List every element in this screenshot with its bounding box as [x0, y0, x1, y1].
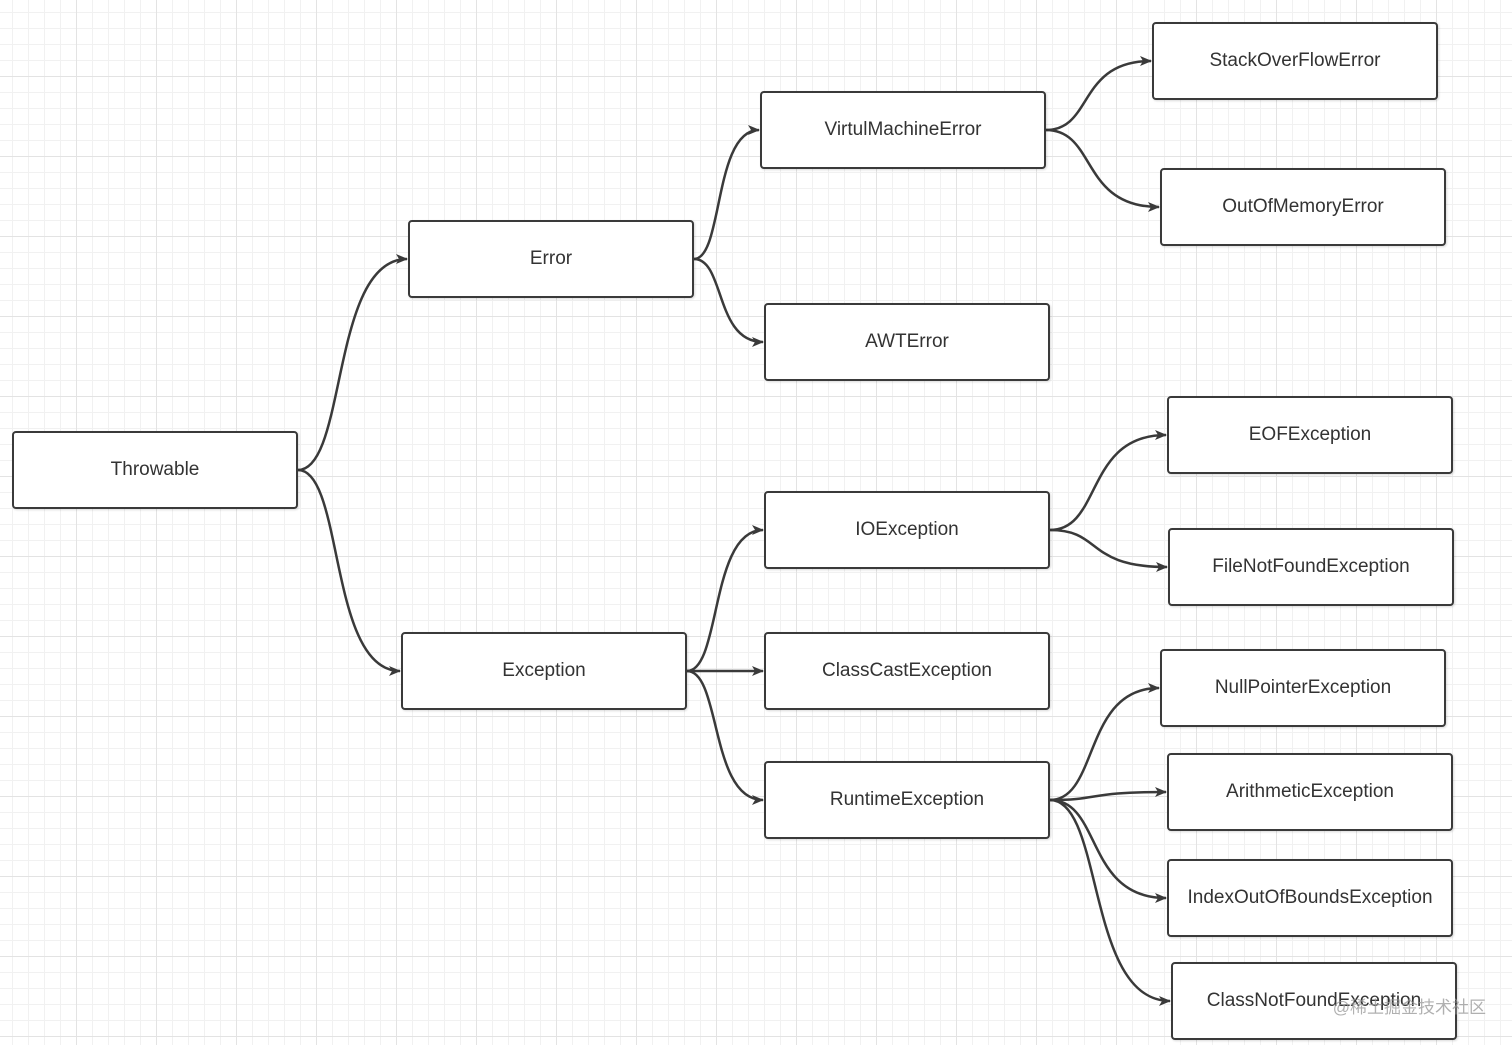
edge-exception-to-runtime-exception	[686, 669, 764, 805]
watermark: @稀土掘金技术社区	[1332, 998, 1486, 1017]
edge-runtime-exception-to-index-out-of-bounds-exception	[1049, 798, 1167, 903]
node-runtime-exception: RuntimeException	[764, 761, 1050, 839]
node-stack-overflow-error: StackOverFlowError	[1152, 22, 1438, 100]
edge-runtime-exception-to-null-pointer-exception	[1049, 683, 1160, 802]
edge-throwable-to-error	[297, 254, 408, 472]
node-error: Error	[408, 220, 694, 298]
node-file-not-found-exception: FileNotFoundException	[1168, 528, 1454, 606]
edge-runtime-exception-to-arithmetic-exception	[1049, 787, 1167, 802]
node-eof-exception: EOFException	[1167, 396, 1453, 474]
node-index-out-of-bounds-exception: IndexOutOfBoundsException	[1167, 859, 1453, 937]
node-class-not-found-exception: ClassNotFoundException	[1171, 962, 1457, 1040]
node-arithmetic-exception: ArithmeticException	[1167, 753, 1453, 831]
edge-virtual-machine-error-to-out-of-memory-error	[1045, 128, 1160, 212]
edge-runtime-exception-to-class-not-found-exception	[1049, 798, 1171, 1006]
node-virtual-machine-error: VirtulMachineError	[760, 91, 1046, 169]
node-class-cast-exception: ClassCastException	[764, 632, 1050, 710]
edge-exception-to-io-exception	[686, 525, 764, 673]
edge-io-exception-to-eof-exception	[1049, 430, 1167, 532]
node-awt-error: AWTError	[764, 303, 1050, 381]
edge-virtual-machine-error-to-stack-overflow-error	[1045, 56, 1152, 132]
node-out-of-memory-error: OutOfMemoryError	[1160, 168, 1446, 246]
node-null-pointer-exception: NullPointerException	[1160, 649, 1446, 727]
edge-error-to-awt-error	[693, 257, 764, 347]
node-throwable: Throwable	[12, 431, 298, 509]
edge-io-exception-to-file-not-found-exception	[1049, 528, 1168, 572]
edge-throwable-to-exception	[297, 468, 401, 676]
node-exception: Exception	[401, 632, 687, 710]
node-io-exception: IOException	[764, 491, 1050, 569]
edge-error-to-virtual-machine-error	[693, 125, 760, 261]
